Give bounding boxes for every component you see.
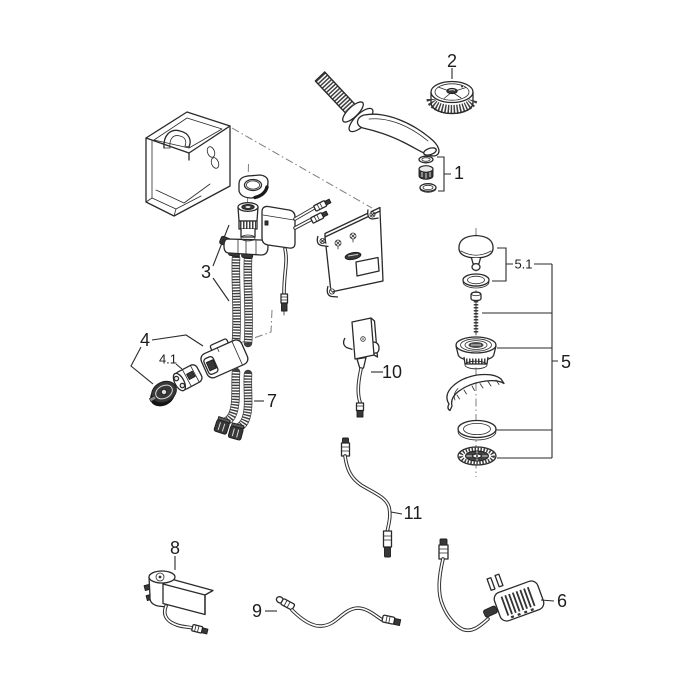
callout-10-label: 10 — [382, 362, 402, 382]
valve-cap — [237, 202, 259, 242]
connection-hoses — [213, 367, 253, 441]
callout-1-label: 1 — [454, 163, 464, 183]
callout-10: 10 — [371, 362, 402, 382]
callout-5-1-label: 5.1 — [514, 257, 532, 272]
callout-8: 8 — [170, 538, 180, 570]
callout-8-label: 8 — [170, 538, 180, 558]
callout-3: 3 — [201, 224, 230, 302]
callout-11-label: 11 — [404, 503, 423, 523]
drain-screw — [470, 291, 482, 336]
base-ring — [457, 419, 497, 441]
callout-9: 9 — [252, 601, 277, 621]
callout-7-label: 7 — [267, 391, 277, 411]
sensor-electrode — [342, 317, 380, 418]
callout-2: 2 — [447, 51, 457, 79]
power-adapter — [437, 538, 545, 633]
callout-6: 6 — [540, 591, 567, 611]
extension-cable — [275, 596, 402, 628]
handwheel — [426, 80, 478, 115]
rough-in-box — [145, 111, 231, 217]
callout-6-label: 6 — [557, 591, 567, 611]
valve-hoses — [231, 253, 253, 348]
cable-connector — [280, 293, 289, 304]
callout-4: 4 — [130, 330, 204, 385]
callout-5-1: 5.1 — [492, 247, 552, 282]
callout-4-label: 4 — [140, 330, 150, 350]
callout-4-1-label: 4.1 — [159, 352, 177, 367]
inline-adapter — [172, 364, 203, 392]
callout-4-1: 4.1 — [159, 352, 183, 370]
callout-2-label: 2 — [447, 51, 457, 71]
callout-5-label: 5 — [561, 352, 571, 372]
drain-set — [446, 234, 505, 466]
cover-plate — [316, 206, 384, 298]
escutcheon-plate — [238, 174, 269, 200]
plate-screws — [334, 232, 357, 250]
label-area — [355, 256, 380, 277]
solenoid-valve — [143, 570, 214, 635]
callout-3-label: 3 — [201, 262, 211, 282]
callout-9-label: 9 — [252, 601, 262, 621]
connector-housing — [200, 338, 249, 379]
valve-cables — [280, 198, 332, 316]
callout-5: 5 — [482, 264, 571, 459]
valve-solenoid-box — [261, 205, 296, 249]
oval-connector — [148, 380, 177, 407]
pop-up-knob — [458, 234, 494, 272]
strainer-nut — [457, 446, 497, 466]
callout-11: 11 — [390, 503, 423, 523]
mousseur-set — [418, 155, 437, 193]
adapter-body — [493, 580, 545, 622]
wedge-gasket — [446, 373, 505, 412]
connection-cable — [340, 437, 393, 558]
drain-flange — [455, 336, 497, 370]
spout — [314, 71, 440, 157]
spout-outlet — [423, 147, 437, 156]
adapter-prongs — [486, 573, 504, 591]
callout-1: 1 — [437, 156, 464, 192]
callout-7: 7 — [254, 391, 277, 411]
valve-assembly — [219, 198, 332, 348]
plug-connector-set — [148, 338, 249, 407]
seal-ring — [462, 273, 490, 289]
